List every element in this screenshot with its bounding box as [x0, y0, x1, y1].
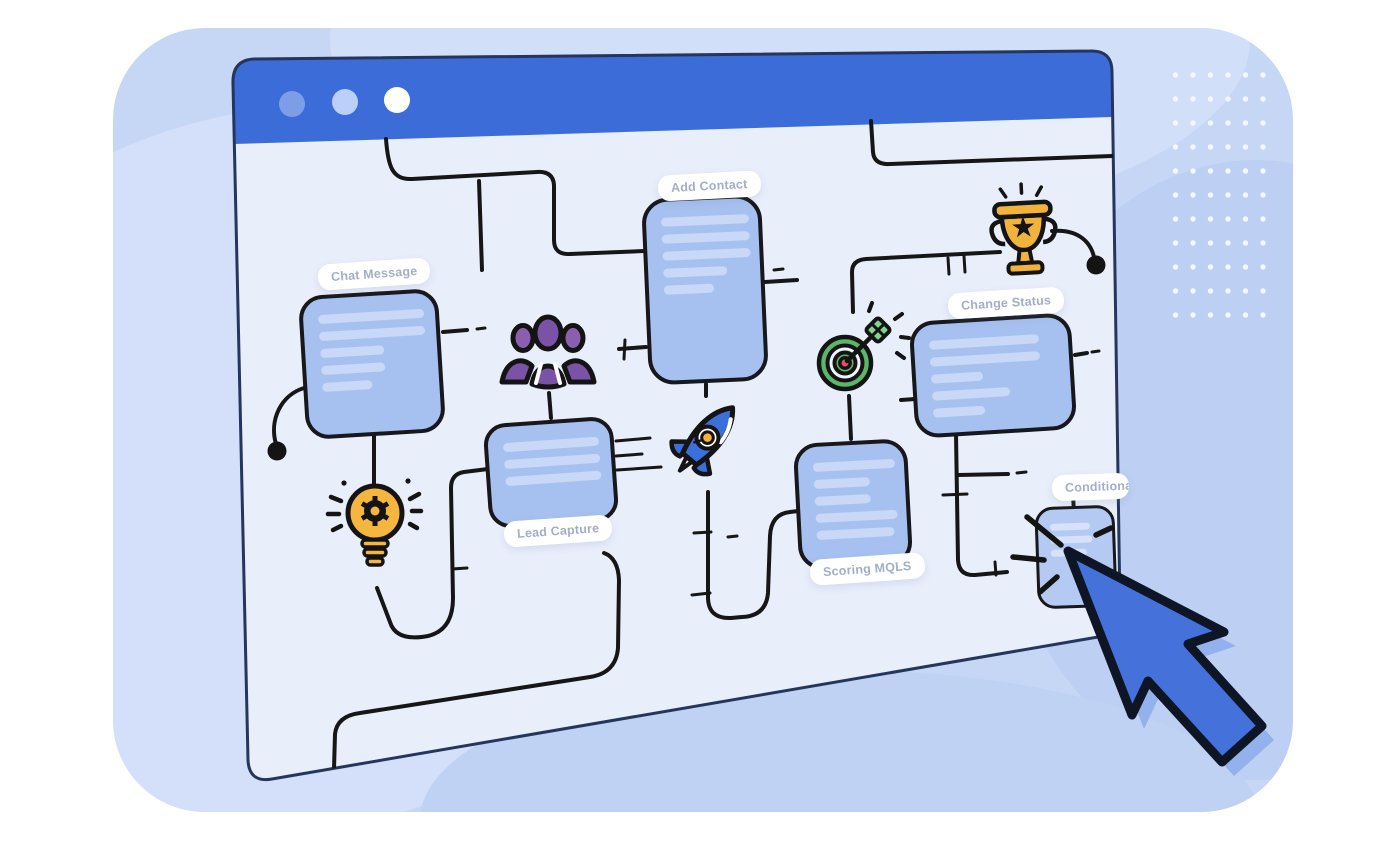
- dot-grid-decoration: [1172, 62, 1274, 324]
- traffic-light-icon[interactable]: [279, 91, 305, 117]
- flow-endpoint-dot: [1086, 255, 1106, 275]
- traffic-light-icon[interactable]: [384, 87, 410, 113]
- traffic-light-icon[interactable]: [332, 89, 358, 115]
- trophy-icon: [989, 182, 1058, 276]
- rocket-icon: [669, 405, 736, 477]
- window-titlebar: [232, 50, 1112, 144]
- mouse-cursor-icon: [1063, 546, 1274, 776]
- flow-connectors: [272, 119, 1114, 771]
- target-dart-icon: [816, 301, 911, 392]
- audience-people-icon: [499, 314, 597, 390]
- flow-endpoint-dot: [267, 441, 287, 461]
- click-burst-icon: [1010, 514, 1114, 595]
- idea-lightbulb-icon: [325, 478, 424, 567]
